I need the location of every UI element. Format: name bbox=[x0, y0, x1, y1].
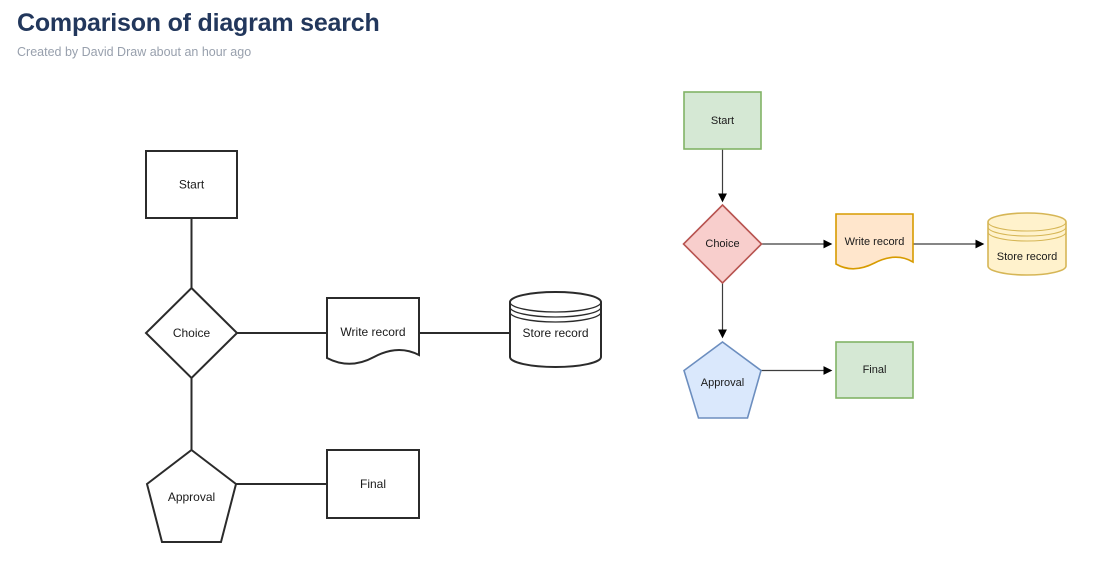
right-choice-label: Choice bbox=[705, 238, 739, 250]
right-start-label: Start bbox=[711, 115, 734, 127]
left-approval-label: Approval bbox=[168, 490, 215, 504]
diagram-left: Start Choice Write record Store record A… bbox=[144, 150, 602, 543]
page-header: Comparison of diagram search Created by … bbox=[17, 8, 380, 59]
left-store-record-mid-arc bbox=[509, 306, 602, 318]
right-write-record-node bbox=[835, 213, 914, 270]
left-final-label: Final bbox=[360, 477, 386, 491]
left-store-record-label: Store record bbox=[522, 326, 588, 340]
right-approval-label: Approval bbox=[701, 377, 744, 389]
left-store-record-top-arc bbox=[509, 301, 602, 313]
right-store-record-node bbox=[987, 212, 1067, 276]
left-choice-label: Choice bbox=[173, 326, 211, 340]
left-write-record-label: Write record bbox=[340, 325, 405, 339]
right-store-record-mid-arc bbox=[987, 226, 1067, 237]
left-store-record-low-arc bbox=[509, 311, 602, 323]
right-approval-node bbox=[683, 341, 762, 419]
right-write-record-label: Write record bbox=[845, 236, 905, 248]
page-subtitle: Created by David Draw about an hour ago bbox=[17, 45, 252, 60]
right-store-record-low-arc bbox=[987, 231, 1067, 242]
left-start-node bbox=[145, 150, 238, 219]
right-final-node bbox=[835, 341, 914, 399]
left-final-node bbox=[326, 449, 420, 519]
page-title: Comparison of diagram search bbox=[17, 9, 380, 37]
diagram-right: Start Choice Write record Store record A… bbox=[682, 91, 1067, 419]
right-store-record-label: Store record bbox=[997, 251, 1058, 263]
right-start-node bbox=[683, 91, 762, 150]
left-choice-node bbox=[144, 286, 239, 380]
right-final-label: Final bbox=[863, 364, 887, 376]
right-choice-node bbox=[682, 203, 763, 285]
left-approval-node bbox=[145, 448, 238, 543]
right-store-record-top-arc bbox=[987, 221, 1067, 232]
left-start-label: Start bbox=[179, 178, 205, 192]
left-write-record-node bbox=[326, 297, 420, 365]
